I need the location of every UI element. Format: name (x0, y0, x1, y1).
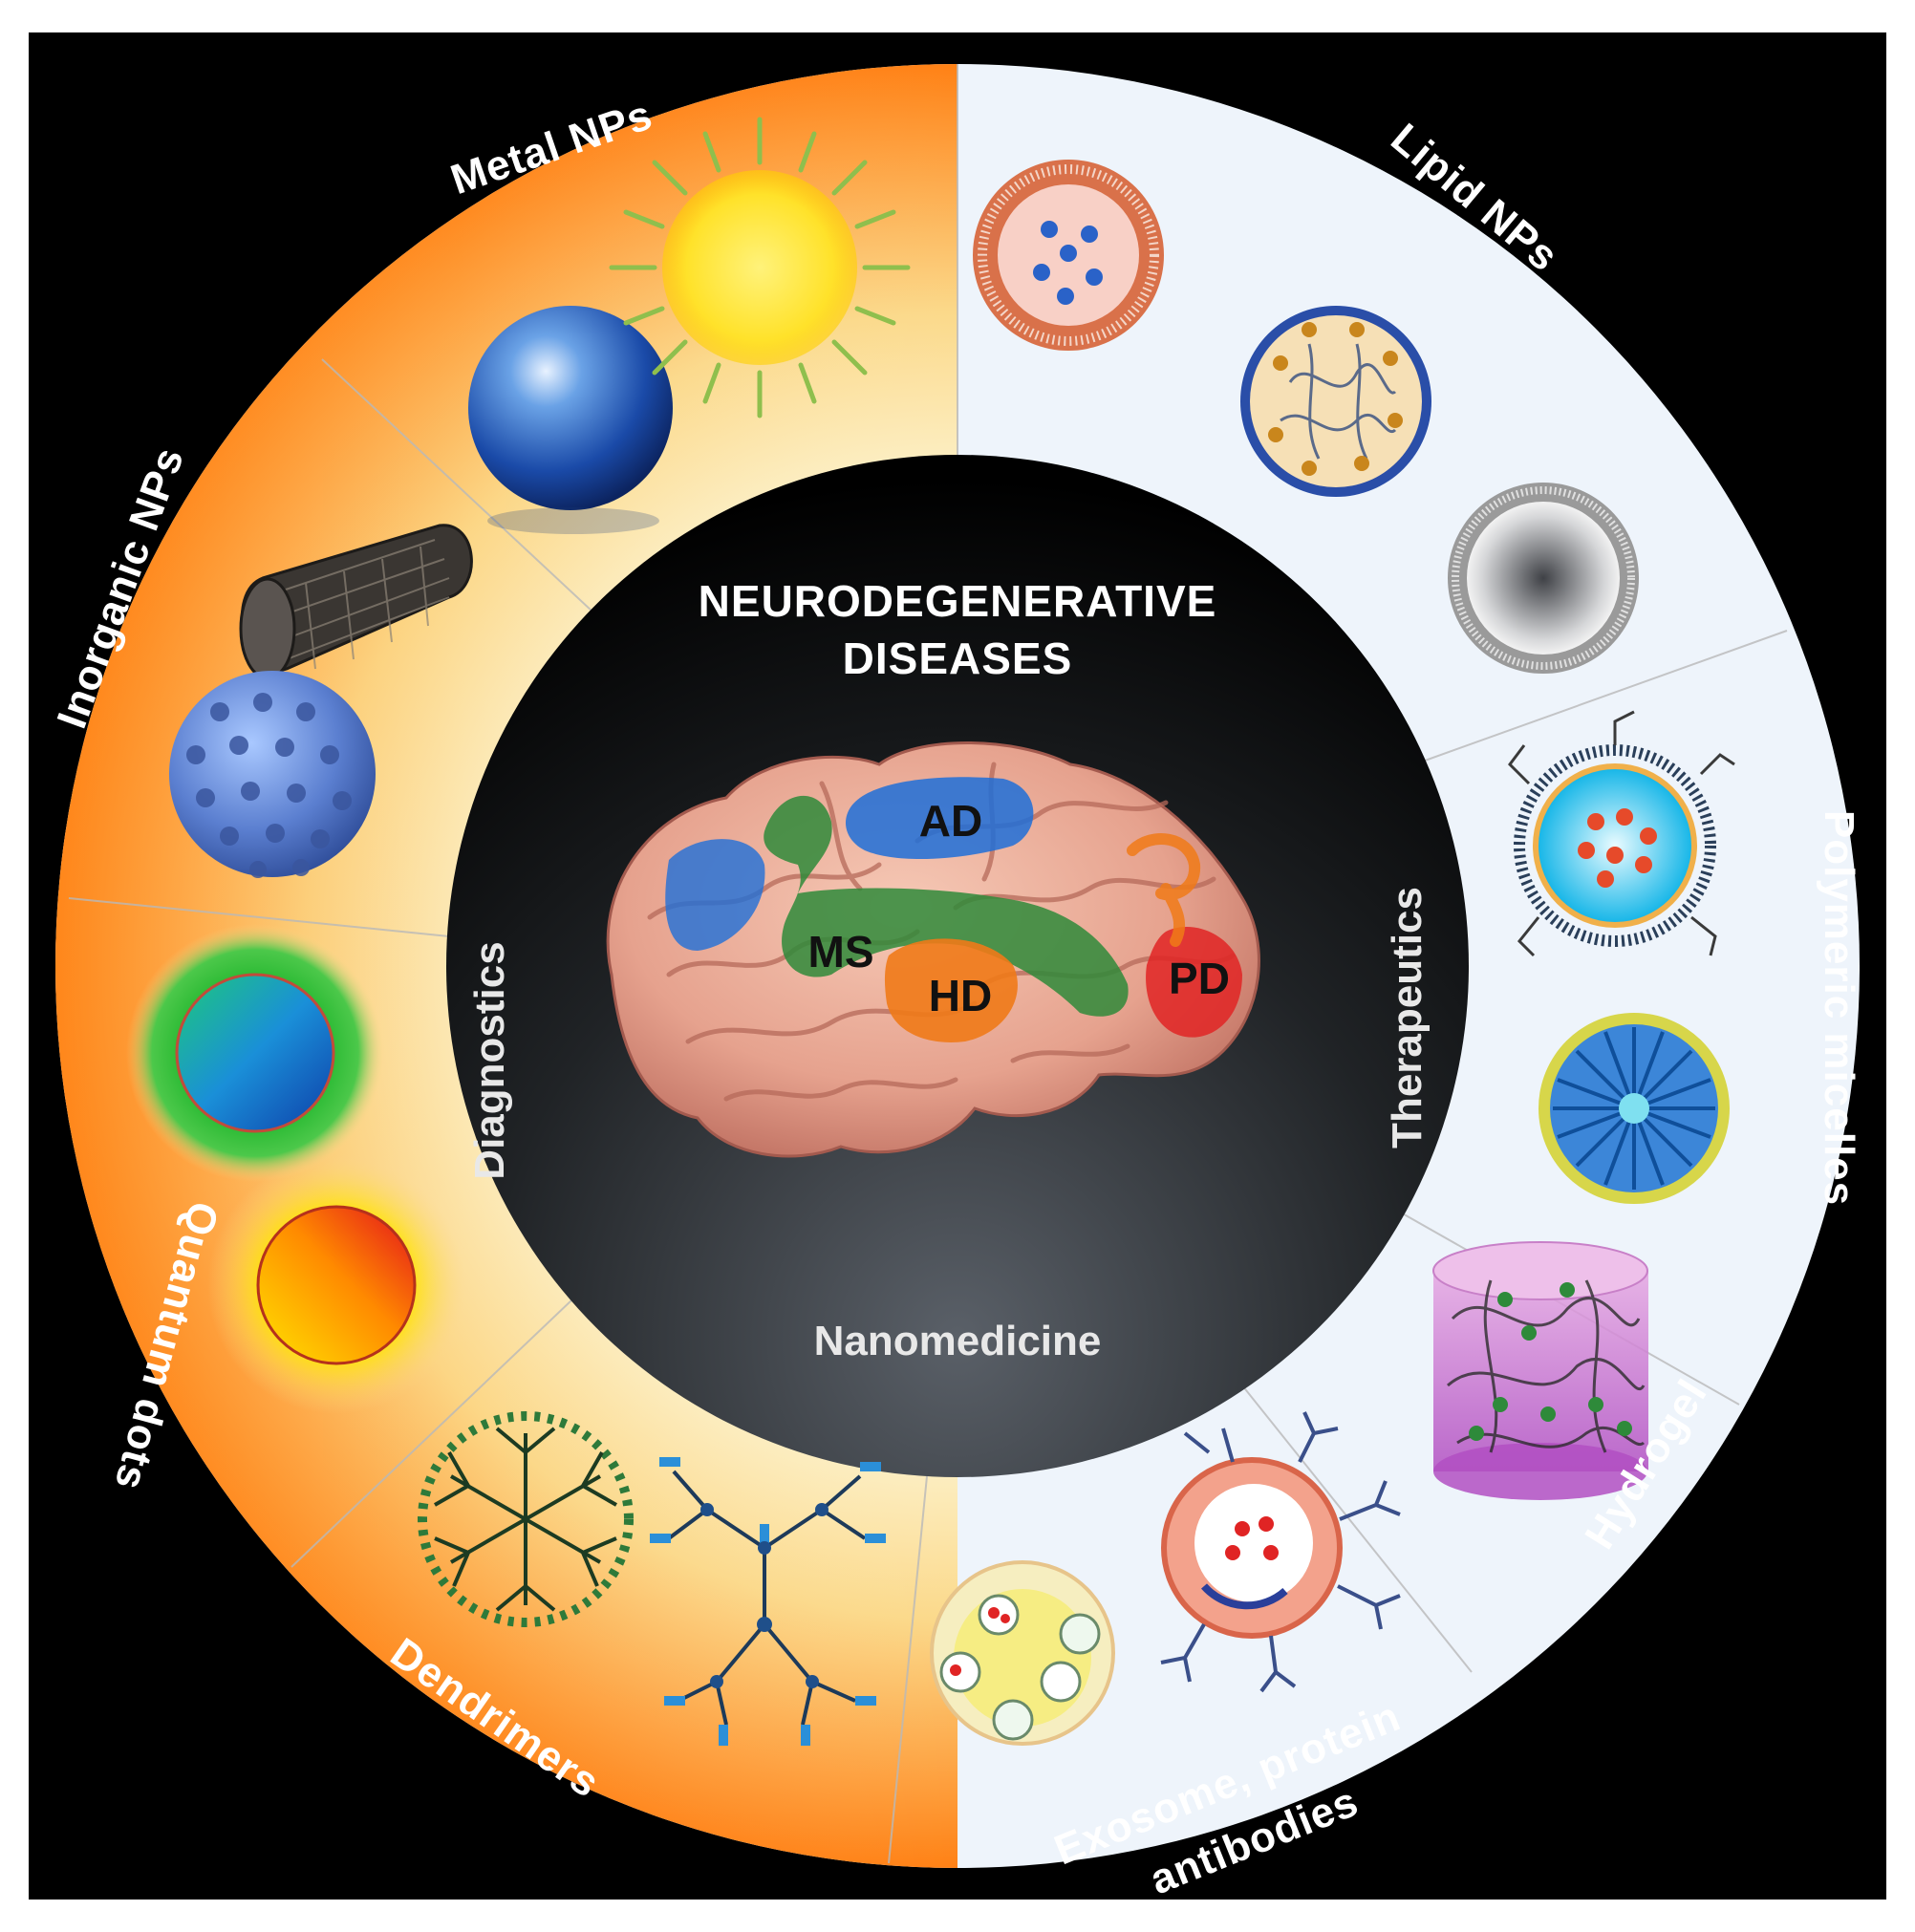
metal-np-sun (609, 117, 911, 419)
center-title-line2: DISEASES (843, 633, 1073, 683)
inorganic-np-dotted-sphere (169, 671, 376, 878)
quantum-dot-blue (126, 924, 384, 1182)
metal-np-blue-sphere (468, 306, 673, 534)
dendrimer-branched (650, 1457, 886, 1746)
region-ms-shape (764, 795, 1129, 1017)
region-hd-shape (884, 938, 1018, 1042)
label-polymeric-micelles: Polymeric micelles (1816, 810, 1862, 1206)
nanomedicine-label: Nanomedicine (814, 1318, 1102, 1364)
region-pd-shape (1146, 927, 1242, 1038)
dendrimer-round (418, 1411, 634, 1627)
region-orange-loop-shape (1127, 833, 1201, 947)
brain-illustration: AD MS HD PD (606, 741, 1260, 1158)
diagnostics-label: Diagnostics (466, 941, 513, 1179)
polymeric-micelle-spiky (1538, 1013, 1730, 1204)
region-ad-shape (846, 777, 1034, 860)
region-ms-label: MS (808, 927, 874, 977)
lipid-np-liposome (973, 160, 1164, 351)
lipid-np-grey-sphere (1448, 483, 1639, 674)
region-blue-frontal-shape (665, 839, 765, 951)
inorganic-np-nanotube (239, 524, 473, 680)
region-pd-label: PD (1169, 954, 1230, 1003)
region-ad-label: AD (919, 796, 982, 846)
hydrogel-cylinder (1432, 1241, 1648, 1500)
antibody-liposome (1160, 1411, 1401, 1693)
center-title-line1: NEURODEGENERATIVE (699, 576, 1217, 626)
polymeric-micelle-drug (1508, 710, 1735, 957)
therapeutics-label: Therapeutics (1384, 887, 1431, 1148)
exosome-vesicle (930, 1560, 1115, 1746)
lipid-np-nucleic (1240, 306, 1431, 497)
region-hd-label: HD (929, 971, 992, 1020)
quantum-dot-red (207, 1156, 465, 1414)
